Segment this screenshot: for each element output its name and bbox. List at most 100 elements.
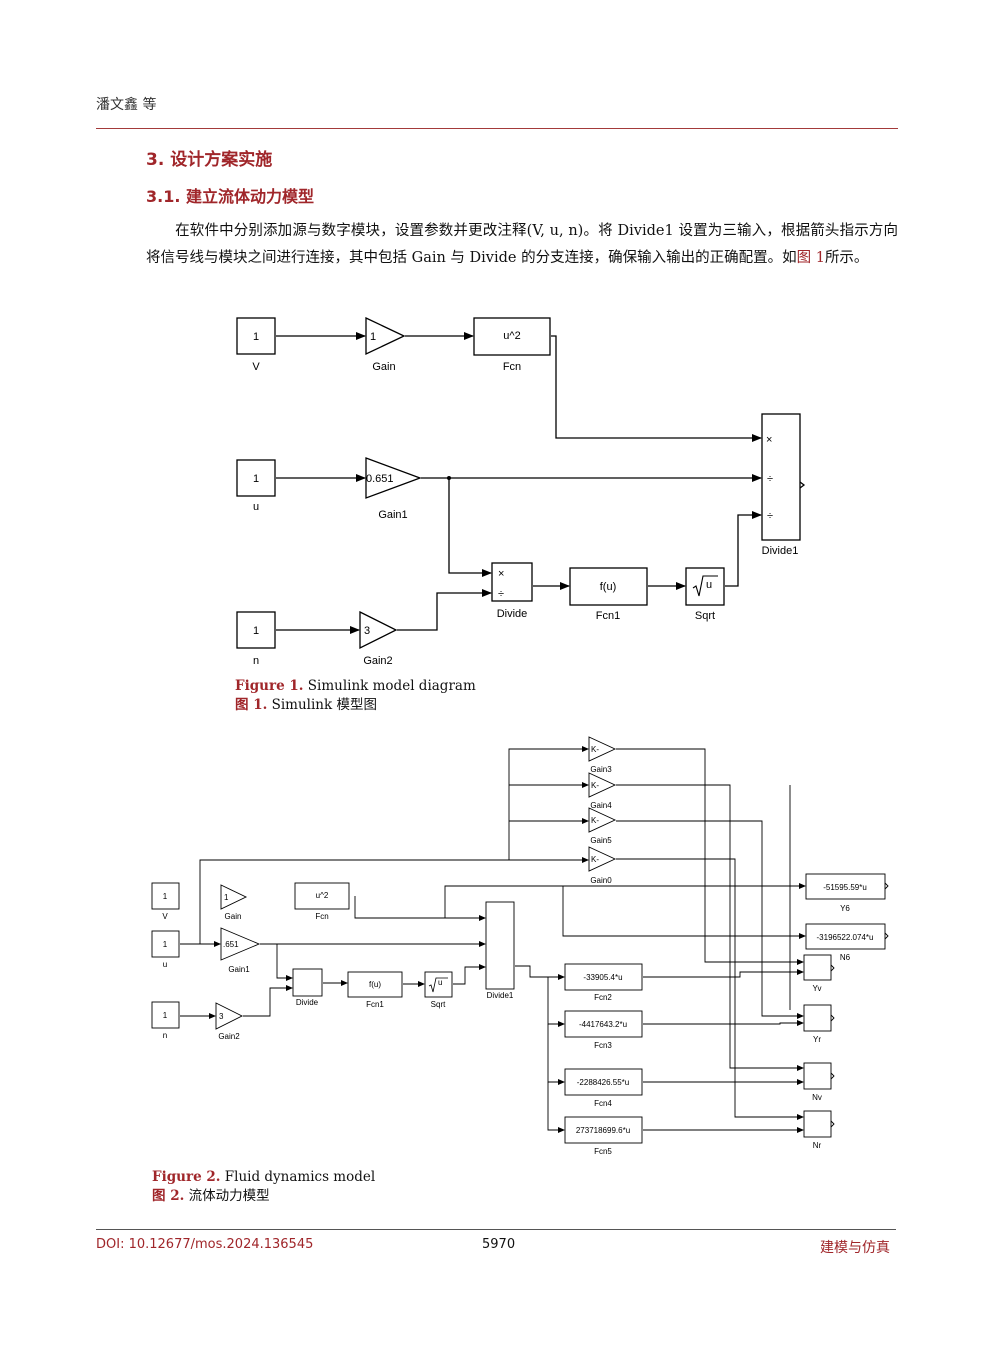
- sqrt-block: [685, 567, 725, 606]
- y6-block: [805, 873, 886, 900]
- gain1-value: 0.651: [366, 473, 394, 485]
- footer-doi-link[interactable]: DOI: 10.12677/mos.2024.136545: [96, 1237, 314, 1252]
- gain5-k: K-: [591, 816, 599, 825]
- divide-label: Divide: [497, 608, 528, 620]
- constant-v-block: [236, 317, 276, 355]
- constant-u-block: [151, 930, 180, 958]
- gain3-k: K-: [591, 745, 599, 754]
- header-divider: [96, 128, 898, 129]
- sqrt-label: Sqrt: [431, 1000, 446, 1009]
- section-heading: 3. 设计方案实施: [146, 150, 273, 170]
- fcn-block: [294, 882, 350, 910]
- figure-1-caption-cn: Simulink 模型图: [271, 697, 377, 713]
- divide1-divide-sign-1: ÷: [767, 473, 773, 485]
- sqrt-label: Sqrt: [695, 610, 715, 622]
- divide1-block: [485, 901, 515, 990]
- gain2-label: Gain2: [218, 1032, 240, 1041]
- figure-2-caption-cn: 流体动力模型: [188, 1188, 270, 1204]
- gain1-label: Gain1: [228, 965, 250, 974]
- gain1-value: .651: [223, 940, 239, 949]
- divide-multiply-sign: ×: [498, 568, 504, 580]
- divide-divide-sign: ÷: [498, 588, 504, 600]
- divide-block: [491, 562, 533, 602]
- fcn-expression: u^2: [316, 891, 329, 900]
- divide1-divide-sign-2: ÷: [767, 510, 773, 522]
- fcn3-expression: -4417643.2*u: [579, 1020, 627, 1029]
- sqrt-expression: u: [438, 978, 442, 987]
- fcn5-expression: 273718699.6*u: [576, 1126, 630, 1135]
- gain1-block: [220, 927, 261, 961]
- gain3-label: Gain3: [590, 765, 612, 774]
- constant-v-label: V: [252, 361, 260, 373]
- constant-n-block: [236, 611, 276, 649]
- fcn-expression: u^2: [503, 330, 520, 342]
- figure-2-fluid-dynamics-diagram: K- Gain3 K- Gain4 K- Gain5 K- Gain0 1 V …: [151, 736, 889, 1156]
- constant-n-block: [151, 1001, 180, 1029]
- gain3-block: [588, 736, 617, 762]
- fcn3-block: [564, 1010, 643, 1038]
- gain0-k: K-: [591, 855, 599, 864]
- sum-nr-label: Nr: [813, 1141, 822, 1150]
- y6-label: Y6: [840, 904, 850, 913]
- gain4-label: Gain4: [590, 801, 612, 810]
- fcn5-block: [564, 1116, 643, 1144]
- gain1-label: Gain1: [378, 509, 407, 521]
- gain2-value: 3: [364, 625, 370, 637]
- fcn4-label: Fcn4: [594, 1099, 612, 1108]
- gain0-label: Gain0: [590, 876, 612, 885]
- fcn1-expression: f(u): [369, 980, 381, 989]
- subsection-heading: 3.1. 建立流体动力模型: [146, 187, 314, 206]
- sum-yr-label: Yr: [813, 1035, 821, 1044]
- fcn-label: Fcn: [315, 912, 328, 921]
- footer-journal-name: 建模与仿真: [820, 1240, 890, 1256]
- fcn-block: [473, 317, 551, 356]
- fcn1-label: Fcn1: [596, 610, 620, 622]
- fcn1-block: [347, 971, 403, 998]
- divide1-label: Divide1: [487, 991, 514, 1000]
- n6-block: [805, 923, 886, 950]
- figure-2-caption: Figure 2. Fluid dynamics model 图 2. 流体动力…: [152, 1168, 375, 1206]
- constant-u-label: u: [253, 501, 259, 513]
- figure-1-reference-link[interactable]: 图 1: [796, 250, 825, 266]
- constant-u-block: [236, 459, 276, 497]
- constant-n-label: n: [253, 655, 259, 667]
- fcn2-block: [564, 963, 643, 991]
- fcn1-expression: f(u): [600, 581, 617, 593]
- gain2-block: [359, 610, 398, 650]
- gain-value: 1: [224, 893, 229, 902]
- constant-v-block: [151, 882, 180, 910]
- const-v-value: 1: [163, 892, 168, 901]
- figure-1-caption-cn-label: 图 1.: [235, 697, 268, 713]
- gain-value: 1: [370, 331, 376, 343]
- gain2-block: [215, 1002, 244, 1030]
- fcn2-label: Fcn2: [594, 993, 612, 1002]
- y6-expression: -51595.59*u: [823, 883, 867, 892]
- gain2-label: Gain2: [363, 655, 392, 667]
- gain-label: Gain: [225, 912, 242, 921]
- gain4-k: K-: [591, 781, 599, 790]
- const-u-value: 1: [163, 940, 168, 949]
- divide1-label: Divide1: [762, 545, 799, 557]
- constant-u-value: 1: [253, 473, 259, 485]
- figure-2-caption-cn-label: 图 2.: [152, 1188, 185, 1204]
- fcn1-label: Fcn1: [366, 1000, 384, 1009]
- figure-1-caption-en-label: Figure 1.: [235, 678, 304, 694]
- figure-1-caption: Figure 1. Simulink model diagram 图 1. Si…: [235, 677, 476, 715]
- fcn3-label: Fcn3: [594, 1041, 612, 1050]
- gain5-block: [588, 807, 617, 833]
- const-u-label: u: [163, 960, 167, 969]
- fcn2-expression: -33905.4*u: [583, 973, 622, 982]
- paragraph-text: 在软件中分别添加源与数字模块，设置参数并更改注释(V, u, n)。将 Divi…: [146, 223, 898, 266]
- divide-label: Divide: [296, 998, 319, 1007]
- fcn-label: Fcn: [503, 361, 521, 373]
- running-header-author: 潘文鑫 等: [96, 97, 157, 113]
- gain2-value: 3: [219, 1012, 224, 1021]
- const-v-label: V: [162, 912, 168, 921]
- paragraph-text-end: 所示。: [824, 250, 869, 266]
- sum-nr-block: [803, 1110, 832, 1138]
- sqrt-expression: u: [706, 579, 712, 591]
- gain0-block: [588, 846, 617, 872]
- n6-expression: -3196522.074*u: [817, 933, 874, 942]
- sum-nv-label: Nv: [812, 1093, 822, 1102]
- figure-2-caption-en: Fluid dynamics model: [224, 1169, 376, 1185]
